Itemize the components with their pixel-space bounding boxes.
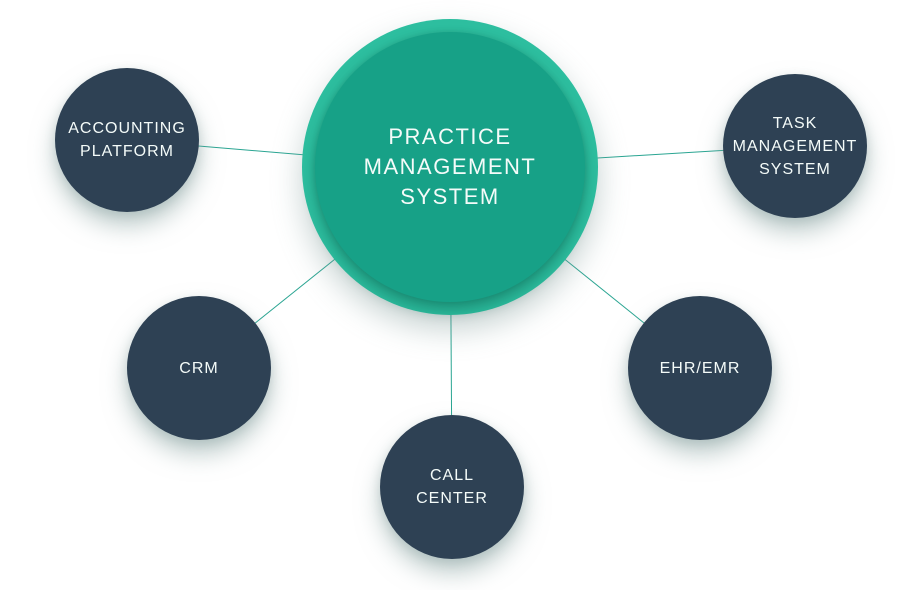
- node-label-line: EHR/EMR: [659, 359, 741, 377]
- node-label-line: MANAGEMENT: [732, 137, 858, 155]
- hub-node-practice-management-system: PRACTICE MANAGEMENT SYSTEM: [302, 19, 598, 315]
- node-label-line: SYSTEM: [759, 160, 831, 178]
- hub-label-line: MANAGEMENT: [363, 154, 537, 179]
- node-call-center: CALL CENTER: [380, 415, 524, 559]
- hub-node-inner-circle: PRACTICE MANAGEMENT SYSTEM: [315, 32, 585, 302]
- node-label-line: PLATFORM: [80, 143, 174, 160]
- node-ehr-emr: EHR/EMR: [628, 296, 772, 440]
- node-task-management-system: TASK MANAGEMENT SYSTEM: [723, 74, 867, 218]
- node-label-line: CENTER: [416, 490, 488, 507]
- node-label-line: CRM: [179, 359, 219, 377]
- node-label-line: ACCOUNTING: [68, 120, 186, 137]
- node-accounting-platform: ACCOUNTING PLATFORM: [55, 68, 199, 212]
- node-crm: CRM: [127, 296, 271, 440]
- node-label-line: CALL: [429, 467, 475, 484]
- node-label-line: TASK: [772, 114, 818, 132]
- hub-label-line: SYSTEM: [400, 184, 500, 209]
- hub-label-line: PRACTICE: [388, 124, 512, 149]
